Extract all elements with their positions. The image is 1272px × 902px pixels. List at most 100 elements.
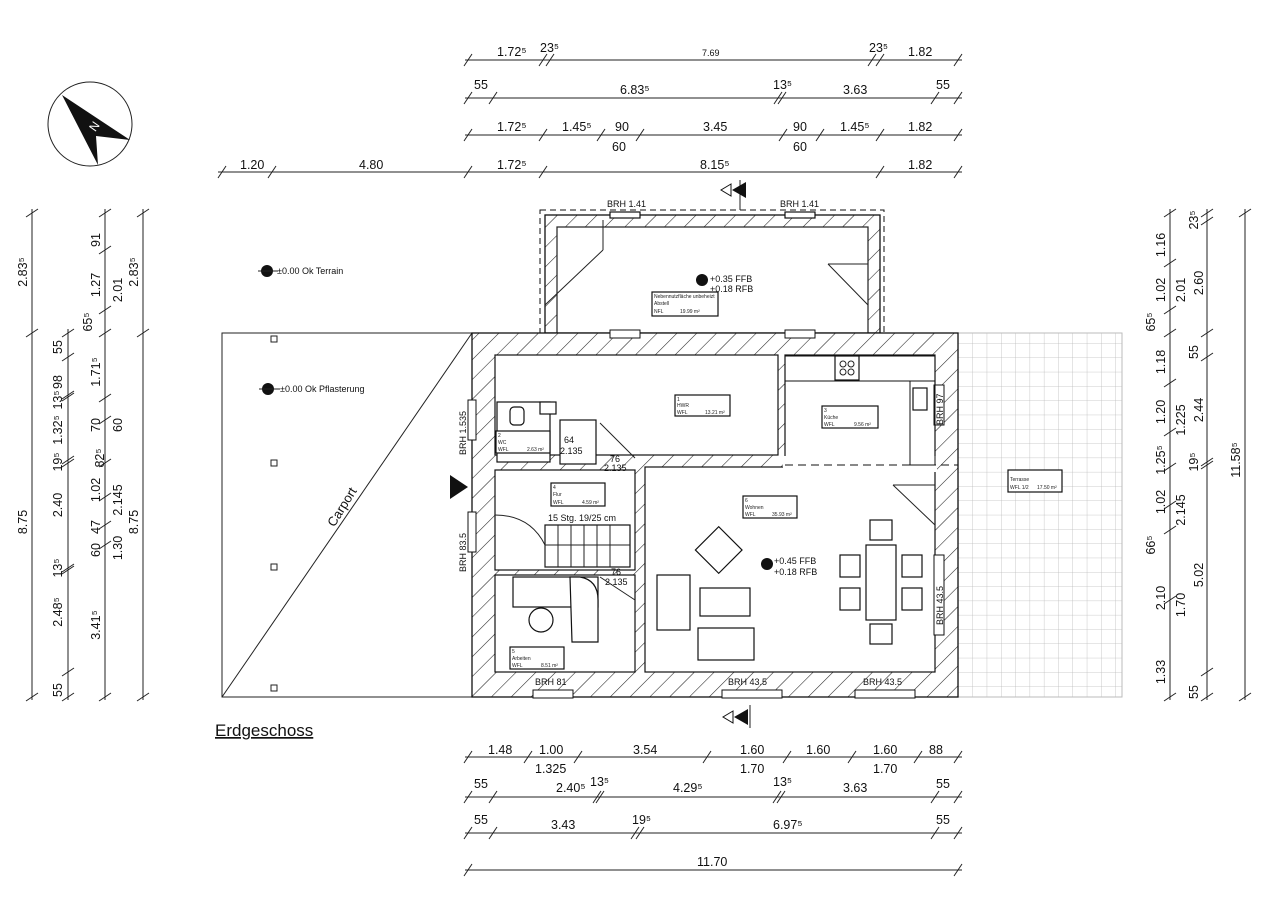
dimension-tick <box>98 458 112 468</box>
dimension-tick <box>1200 457 1214 467</box>
dimension-label: 47 <box>89 520 103 534</box>
staircase <box>494 514 631 568</box>
svg-text:Küche: Küche <box>824 415 838 421</box>
svg-text:55: 55 <box>474 78 488 92</box>
dimension-label: 2.44 <box>1192 398 1206 422</box>
dimension-tick <box>875 165 885 179</box>
dimension-label: 60 <box>111 418 125 432</box>
dimension-label: 60 <box>89 543 103 557</box>
svg-text:BRH 43.5: BRH 43.5 <box>728 677 767 687</box>
dimension-tick <box>782 750 792 764</box>
svg-text:1.70: 1.70 <box>873 762 897 776</box>
entrance-marker <box>450 475 468 499</box>
dimension-tick <box>1200 352 1214 362</box>
dimension-label: 2.48⁵ <box>51 597 65 627</box>
dimension-label: 55 <box>1187 685 1201 699</box>
dimension-tick <box>930 91 940 105</box>
dimension-tick <box>875 53 885 67</box>
dimension-tick <box>773 91 783 105</box>
dimension-tick <box>25 208 39 218</box>
dimension-tick <box>98 393 112 403</box>
dimension-tick <box>875 128 885 142</box>
dimension-tick <box>1163 258 1177 268</box>
room-stamp-wohnen: 6 Wohnen WFL 35.93 m² <box>742 495 798 519</box>
dimension-label: 2.01 <box>1174 278 1188 302</box>
dimension-label: 13⁵ <box>51 558 65 577</box>
dimension-label: 1.02 <box>1154 278 1168 302</box>
svg-text:Abstell: Abstell <box>654 301 669 307</box>
dimension-tick <box>98 245 112 255</box>
svg-text:BRH 43.5: BRH 43.5 <box>935 586 945 625</box>
dimension-label: 1.30 <box>111 536 125 560</box>
svg-text:6.97⁵: 6.97⁵ <box>773 818 803 832</box>
svg-text:1.82: 1.82 <box>908 45 932 59</box>
svg-text:BRH 43.5: BRH 43.5 <box>863 677 902 687</box>
dimension-label: 8.75 <box>127 510 141 534</box>
svg-text:1: 1 <box>677 397 680 403</box>
dimension-tick <box>1163 462 1177 472</box>
dimension-tick <box>1200 460 1214 470</box>
dimension-tick <box>592 790 602 804</box>
dimension-tick <box>61 692 75 702</box>
dimension-label: 65⁵ <box>81 312 95 331</box>
dimension-tick <box>488 826 498 840</box>
svg-text:1.45⁵: 1.45⁵ <box>562 120 592 134</box>
svg-text:1.60: 1.60 <box>806 743 830 757</box>
svg-text:1.45⁵: 1.45⁵ <box>840 120 870 134</box>
svg-text:3.45: 3.45 <box>703 120 727 134</box>
svg-text:1.72⁵: 1.72⁵ <box>497 158 527 172</box>
svg-text:3.63: 3.63 <box>843 83 867 97</box>
room-stamp-terrasse: Terrasse WFL 1/2 17.50 m² <box>1007 469 1063 493</box>
office-chair <box>528 607 554 633</box>
svg-text:4.80: 4.80 <box>359 158 383 172</box>
dimension-tick <box>1163 208 1177 218</box>
svg-text:9.56 m²: 9.56 m² <box>854 422 871 428</box>
dimension-tick <box>463 790 473 804</box>
svg-text:3.54: 3.54 <box>633 743 657 757</box>
svg-text:1.72⁵: 1.72⁵ <box>497 120 527 134</box>
dimension-tick <box>136 692 150 702</box>
dimension-tick <box>61 455 75 465</box>
dimension-tick <box>463 91 473 105</box>
svg-text:1.70: 1.70 <box>740 762 764 776</box>
dimension-tick <box>98 305 112 315</box>
dimension-tick <box>488 790 498 804</box>
svg-text:WFL: WFL <box>553 500 564 506</box>
svg-text:WFL: WFL <box>745 512 756 518</box>
dimension-tick <box>1163 427 1177 437</box>
dimension-tick <box>930 790 940 804</box>
svg-text:1.00: 1.00 <box>539 743 563 757</box>
dimension-label: 98 <box>51 375 65 389</box>
svg-text:NFL: NFL <box>654 309 664 315</box>
dimension-tick <box>953 750 963 764</box>
svg-text:55: 55 <box>474 777 488 791</box>
dimension-tick <box>1200 216 1214 226</box>
svg-text:8.15⁵: 8.15⁵ <box>700 158 730 172</box>
svg-text:76: 76 <box>610 454 620 464</box>
dimension-label: 19⁵ <box>1187 452 1201 471</box>
dimension-tick <box>953 863 963 877</box>
dimension-tick <box>523 750 533 764</box>
dimension-tick <box>630 826 640 840</box>
dimension-label: 2.10 <box>1154 586 1168 610</box>
section-marker-bottom <box>722 705 751 728</box>
svg-text:88: 88 <box>929 743 943 757</box>
svg-text:±0.00 Ok Terrain: ±0.00 Ok Terrain <box>277 266 343 276</box>
dimension-label: 19⁵ <box>51 452 65 471</box>
dimension-label: 1.32⁵ <box>51 415 65 445</box>
svg-text:WFL 1/2: WFL 1/2 <box>1010 485 1029 491</box>
svg-text:55: 55 <box>474 813 488 827</box>
dimension-label: 1.02 <box>89 478 103 502</box>
north-arrow: N <box>47 81 133 167</box>
dimension-tick <box>538 53 548 67</box>
dimension-tick <box>538 128 548 142</box>
dimension-tick <box>913 750 923 764</box>
dimension-tick <box>635 826 645 840</box>
dimension-label: 1.71⁵ <box>89 357 103 387</box>
svg-text:4.29⁵: 4.29⁵ <box>673 781 703 795</box>
dimension-label: 3.41⁵ <box>89 610 103 640</box>
dimension-label: 1.25⁵ <box>1154 445 1168 475</box>
dimension-label: 2.01 <box>111 278 125 302</box>
svg-text:WFL: WFL <box>677 410 688 416</box>
